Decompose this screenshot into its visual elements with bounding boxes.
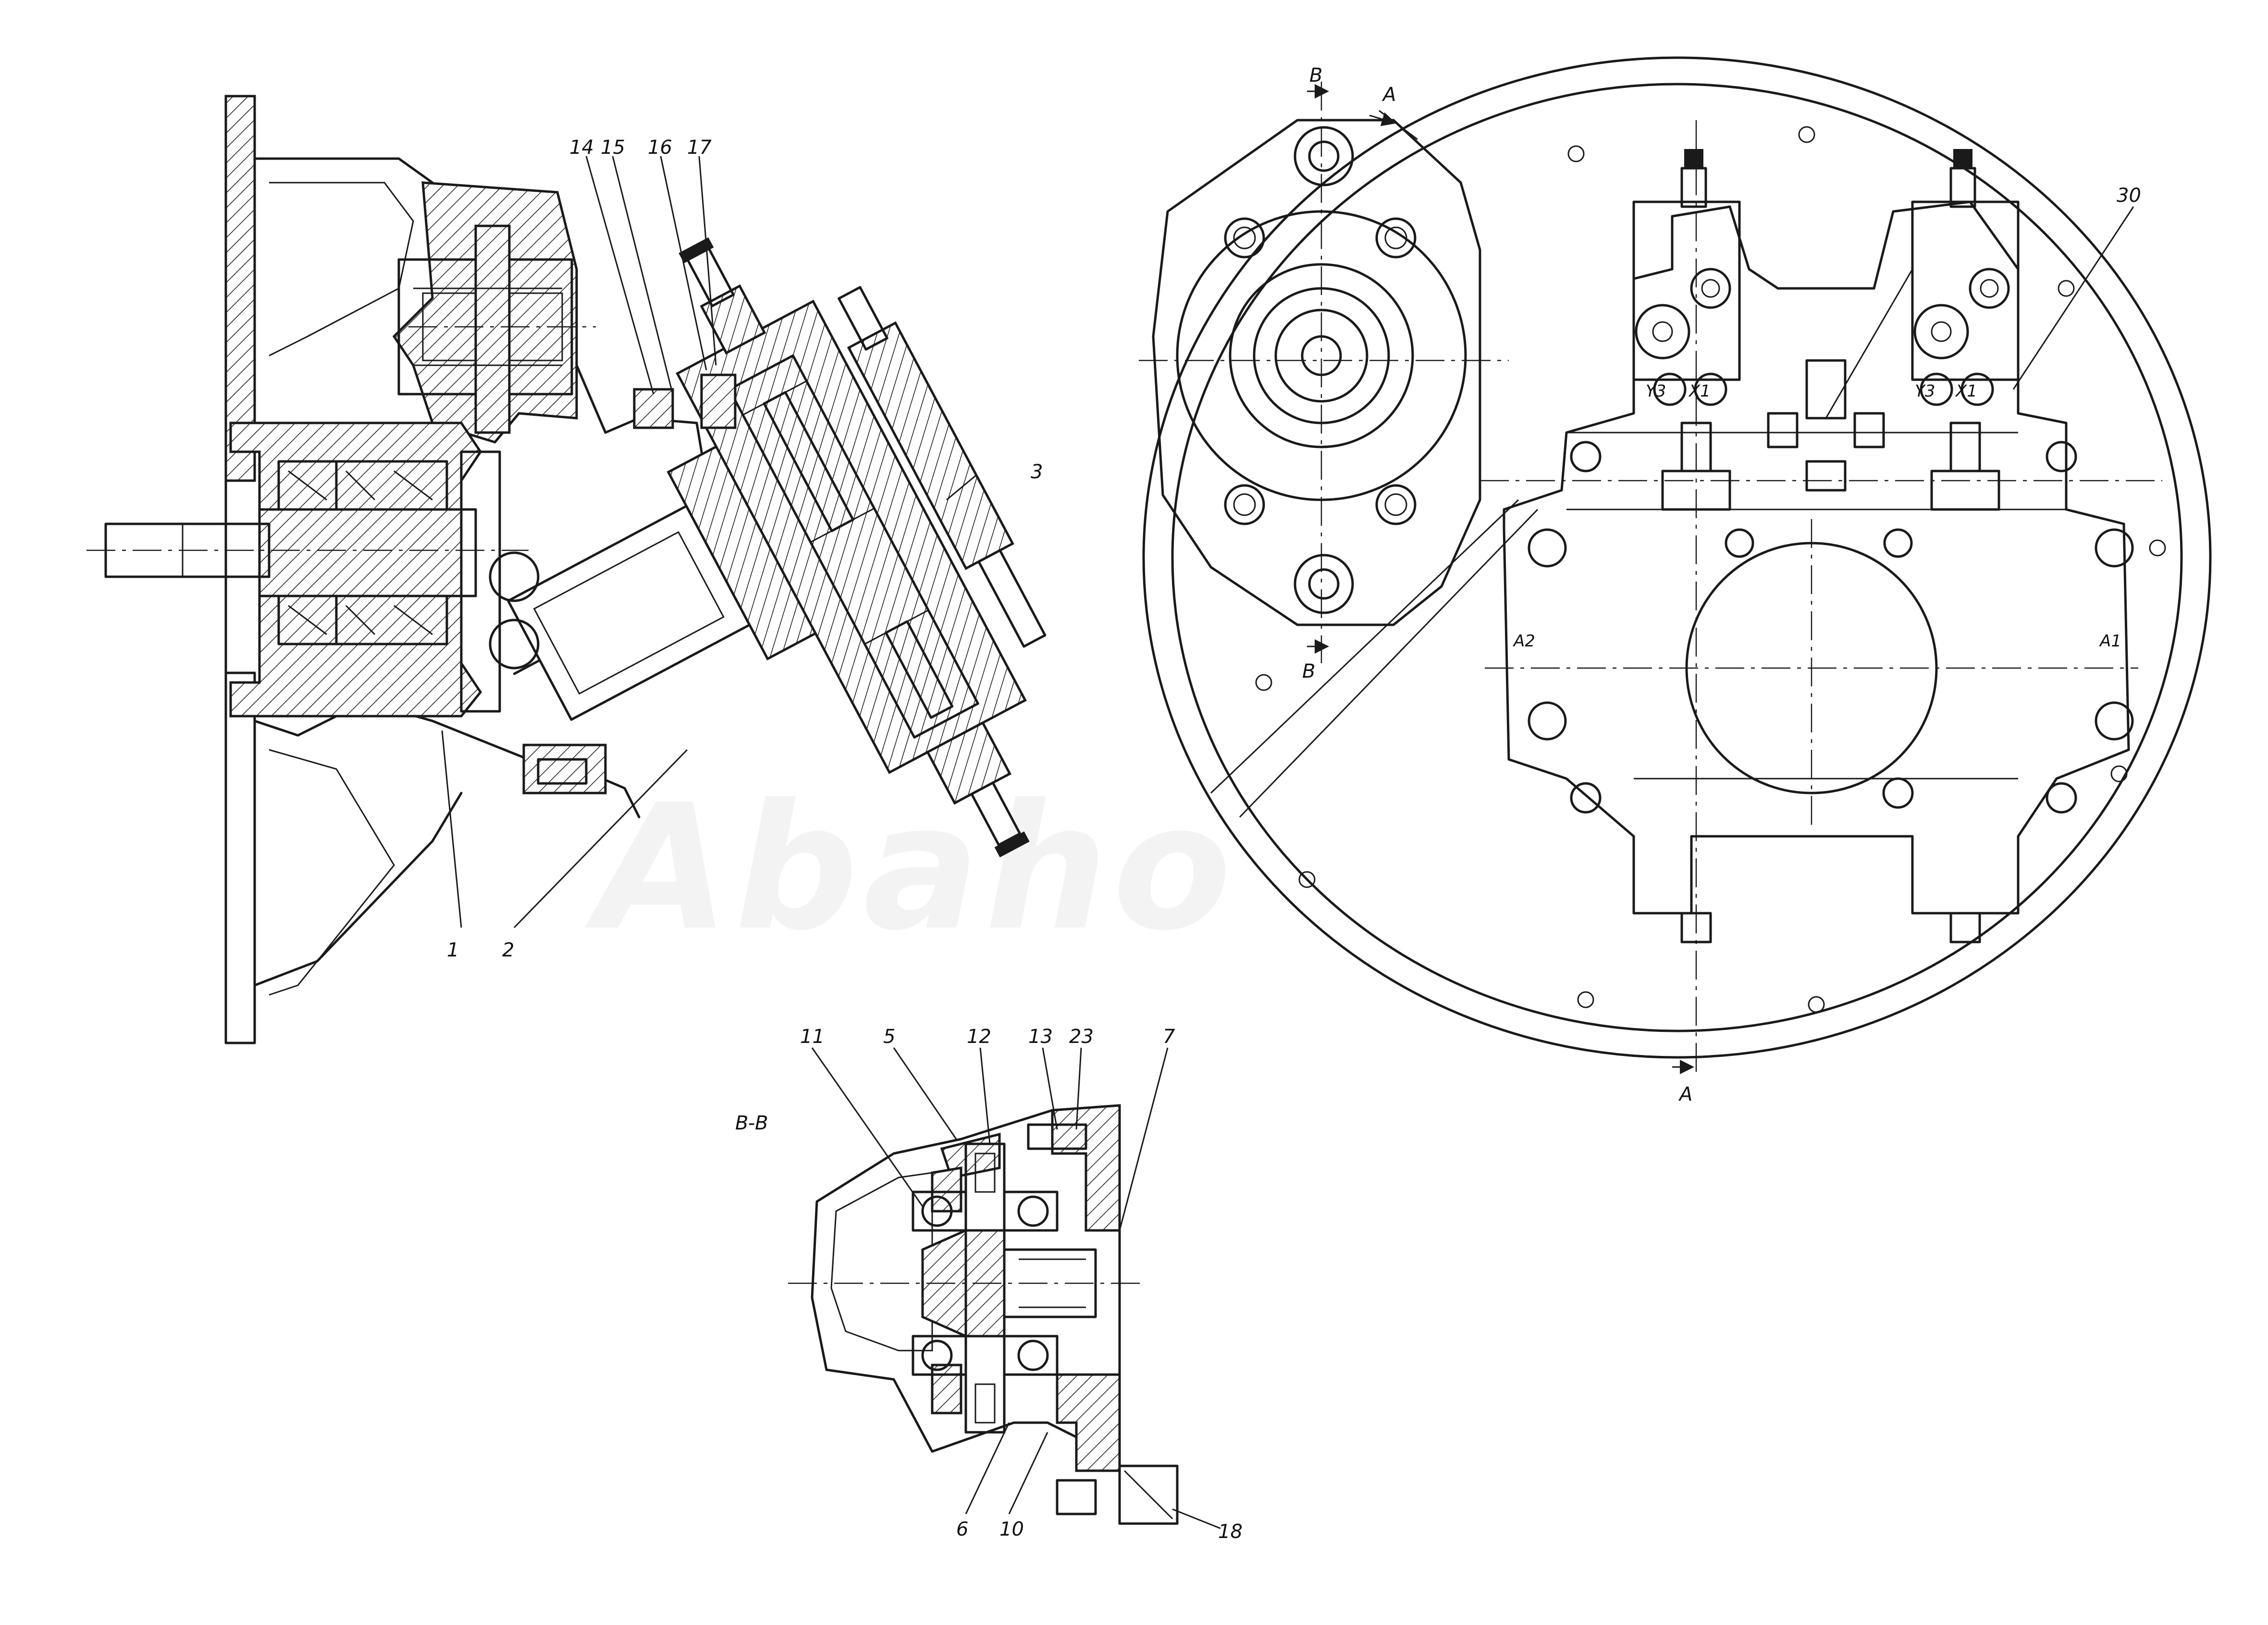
callout-17: 17 <box>687 136 712 159</box>
pump-bolts <box>1224 126 1417 614</box>
callout-12: 12 <box>967 1026 991 1048</box>
callout-6: 6 <box>956 1518 968 1540</box>
right-end-view <box>1139 56 2212 1074</box>
port-label-x1-right: X1 <box>1955 382 1977 401</box>
right-view-labels: B B A A 30 Y3 X1 Y3 X1 A2 A1 <box>1302 64 2141 1105</box>
callout-11: 11 <box>800 1026 825 1048</box>
valve-head-right <box>1911 149 2020 511</box>
port-label-x1-left: X1 <box>1688 382 1711 401</box>
valve-head-left <box>1632 149 1741 511</box>
section-mark-b-top: B <box>1309 64 1322 87</box>
section-bb-view <box>788 1047 1221 1529</box>
callout-7: 7 <box>1163 1026 1175 1048</box>
callout-1: 1 <box>447 939 459 961</box>
flange-holes <box>1255 126 2166 1013</box>
section-title: B-B <box>735 1112 768 1134</box>
left-view-leaders <box>441 156 976 929</box>
callout-5: 5 <box>883 1026 895 1048</box>
section-mark-a-bottom: A <box>1678 1083 1692 1105</box>
left-section-view <box>86 95 1047 1044</box>
port-label-y3-right: Y3 <box>1915 382 1935 401</box>
port-label-y3-left: Y3 <box>1646 382 1666 401</box>
housing-bolts <box>1528 441 2134 814</box>
port-label-a2: A2 <box>1513 632 1535 651</box>
callout-14: 14 <box>569 136 594 159</box>
watermark: Abaho <box>582 767 1236 968</box>
callout-30: 30 <box>2117 185 2141 207</box>
port-label-a1: A1 <box>2099 632 2121 651</box>
callout-18: 18 <box>1218 1521 1243 1543</box>
callout-13: 13 <box>1028 1026 1053 1048</box>
callout-3: 3 <box>1031 461 1043 483</box>
callout-23: 23 <box>1069 1026 1094 1048</box>
callout-2: 2 <box>502 939 514 961</box>
section-mark-a-top: A <box>1381 84 1396 106</box>
left-view-callouts: 14 15 16 17 3 1 2 <box>447 136 1043 961</box>
section-bb-labels: B-B 11 5 12 13 23 7 6 10 18 <box>735 1026 1243 1543</box>
callout-10: 10 <box>999 1518 1024 1540</box>
section-mark-b-bottom: B <box>1302 660 1315 682</box>
callout-16: 16 <box>648 136 672 159</box>
callout-15: 15 <box>601 136 625 159</box>
